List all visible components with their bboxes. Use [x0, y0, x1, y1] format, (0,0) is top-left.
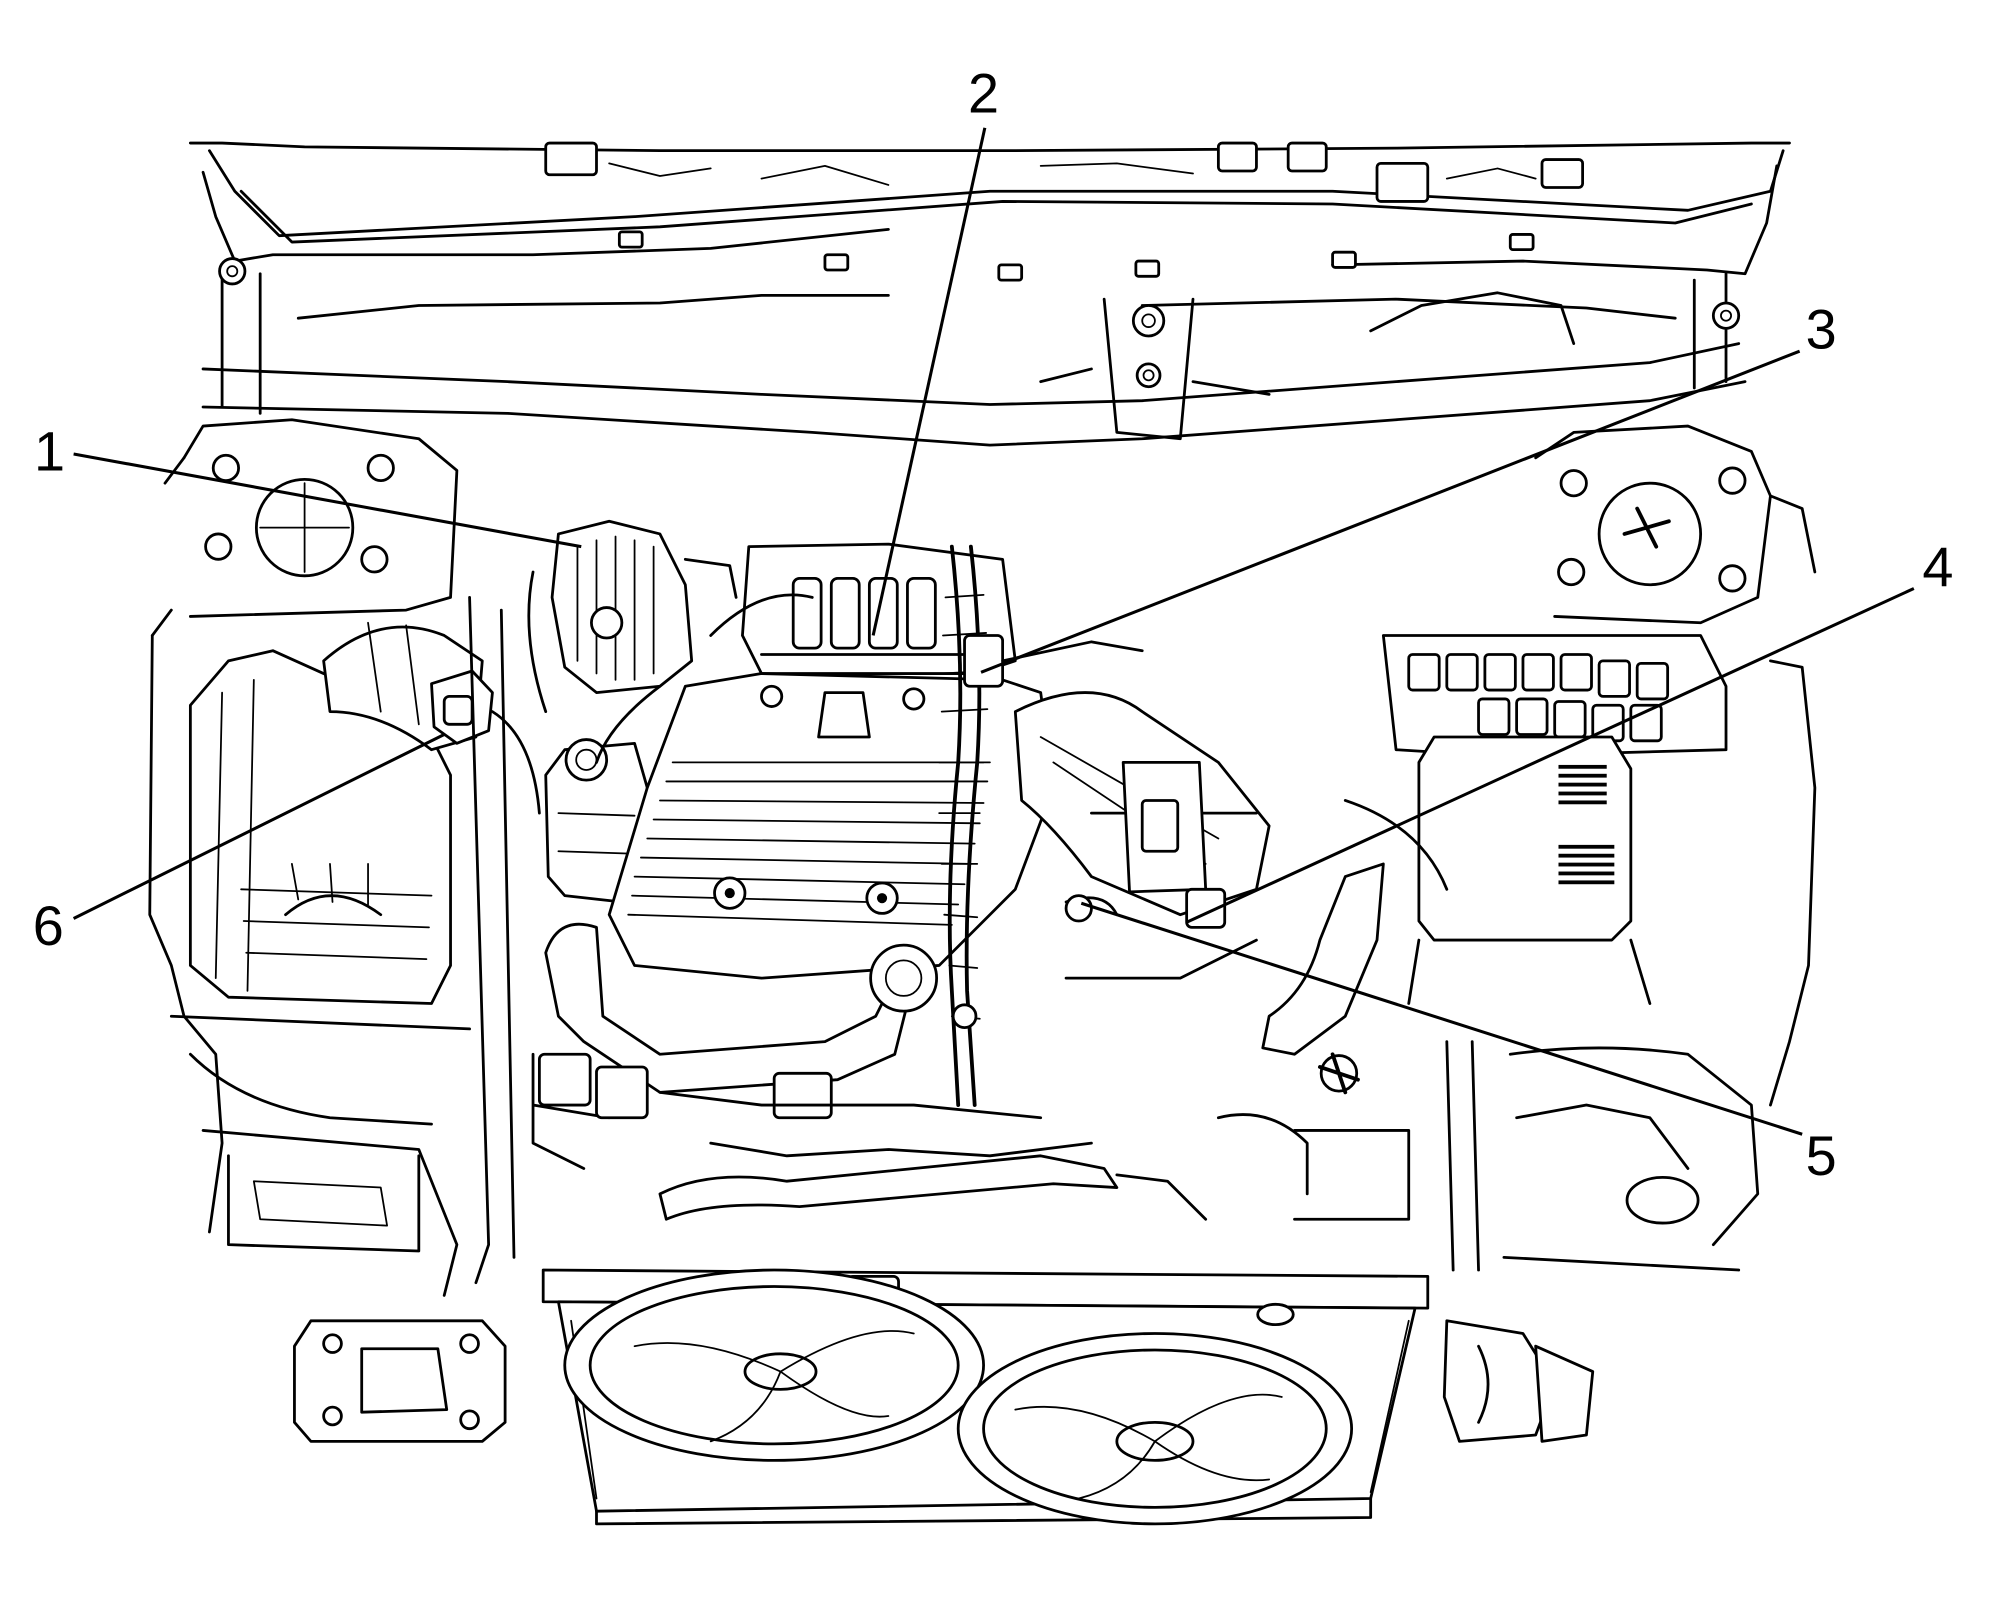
- wiring-harness: [595, 544, 1144, 1107]
- air-cleaner-housing: [188, 621, 541, 1005]
- right-strut-tower: [1534, 424, 1817, 625]
- radiator-fan-assembly: [541, 1154, 1430, 1526]
- leader-1: [73, 452, 582, 549]
- leader-3: [980, 349, 1801, 674]
- callout-6: 6: [33, 894, 64, 957]
- callout-2: 2: [968, 62, 999, 125]
- callout-4: 4: [1922, 535, 1953, 598]
- coolant-reservoir: [544, 738, 649, 904]
- underhood-fuse-block: [1381, 634, 1728, 758]
- right-front-structure: [1442, 659, 1817, 1443]
- leader-5: [1080, 901, 1803, 1136]
- upper-cross-member: [201, 257, 1747, 447]
- engine-top-cover: [607, 542, 1055, 980]
- callout-3: 3: [1806, 298, 1837, 361]
- callout-1: 1: [34, 419, 65, 482]
- electronic-control-module: [1407, 735, 1652, 1005]
- callout-labels: 1 2 3 4 5 6: [33, 62, 1954, 1187]
- leader-6: [72, 733, 445, 920]
- generator-alternator: [527, 519, 738, 714]
- left-strut-tower: [150, 418, 459, 637]
- leader-2: [871, 127, 987, 636]
- leader-4: [1186, 587, 1915, 924]
- callout-leaders: [72, 127, 1915, 1136]
- callout-5: 5: [1806, 1124, 1837, 1187]
- right-cooling-fan: [956, 1302, 1354, 1526]
- left-cooling-fan: [563, 1268, 985, 1462]
- intake-duct-right: [1013, 691, 1271, 929]
- cowl-panel: [188, 141, 1791, 282]
- left-front-structure: [148, 596, 516, 1443]
- lower-engine: [531, 1003, 1411, 1221]
